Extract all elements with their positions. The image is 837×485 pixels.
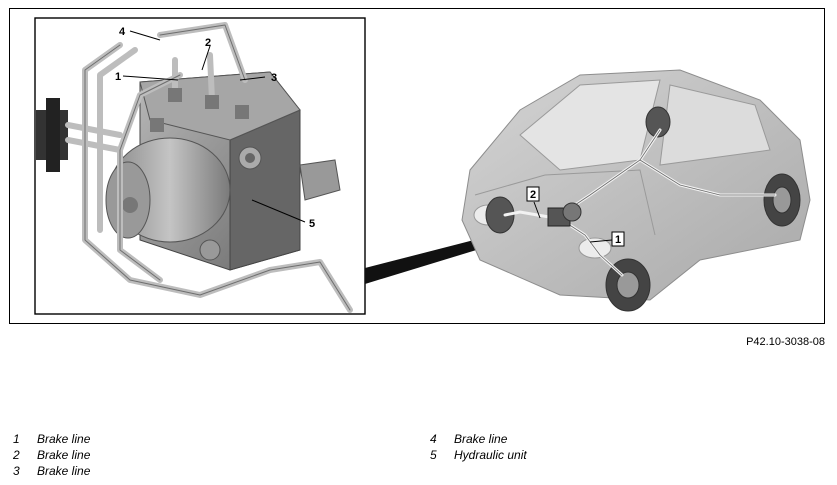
callout-4-inset: 4: [119, 26, 126, 38]
callout-2-car: 2: [530, 189, 536, 201]
legend-label: Brake line: [37, 464, 91, 478]
car-callout-lines: [533, 201, 613, 243]
callout-1-inset: 1: [115, 71, 121, 83]
figure-id: P42.10-3038-08: [746, 336, 825, 348]
callout-1-car: 1: [615, 234, 621, 246]
callout-1-car-box: [611, 231, 625, 247]
legend-item: 3 Brake line: [13, 464, 90, 480]
brake-system-illustration: 4 2 1 3 5 2 1: [34, 17, 811, 315]
legend-label: Brake line: [37, 448, 91, 462]
legend-right: 4 Brake line 5 Hydraulic unit: [430, 432, 527, 464]
legend-number: 2: [13, 448, 20, 462]
legend-number: 1: [13, 432, 20, 446]
legend-number: 5: [430, 448, 437, 462]
car-illustration: [461, 69, 811, 312]
legend-item: 5 Hydraulic unit: [430, 448, 527, 464]
callout-3-inset: 3: [271, 72, 277, 84]
legend-number: 3: [13, 464, 20, 478]
legend-label: Brake line: [37, 432, 91, 446]
legend-label: Hydraulic unit: [454, 448, 527, 462]
legend-label: Brake line: [454, 432, 508, 446]
inset-callout-lines: [122, 30, 306, 223]
callout-2-car-box: [526, 186, 540, 202]
legend-item: 2 Brake line: [13, 448, 90, 464]
callout-5-inset: 5: [309, 218, 315, 230]
legend-number: 4: [430, 432, 437, 446]
legend-item: 1 Brake line: [13, 432, 90, 448]
hydraulic-unit-illustration: [36, 22, 353, 313]
legend-item: 4 Brake line: [430, 432, 527, 448]
callout-2-inset: 2: [205, 37, 211, 49]
